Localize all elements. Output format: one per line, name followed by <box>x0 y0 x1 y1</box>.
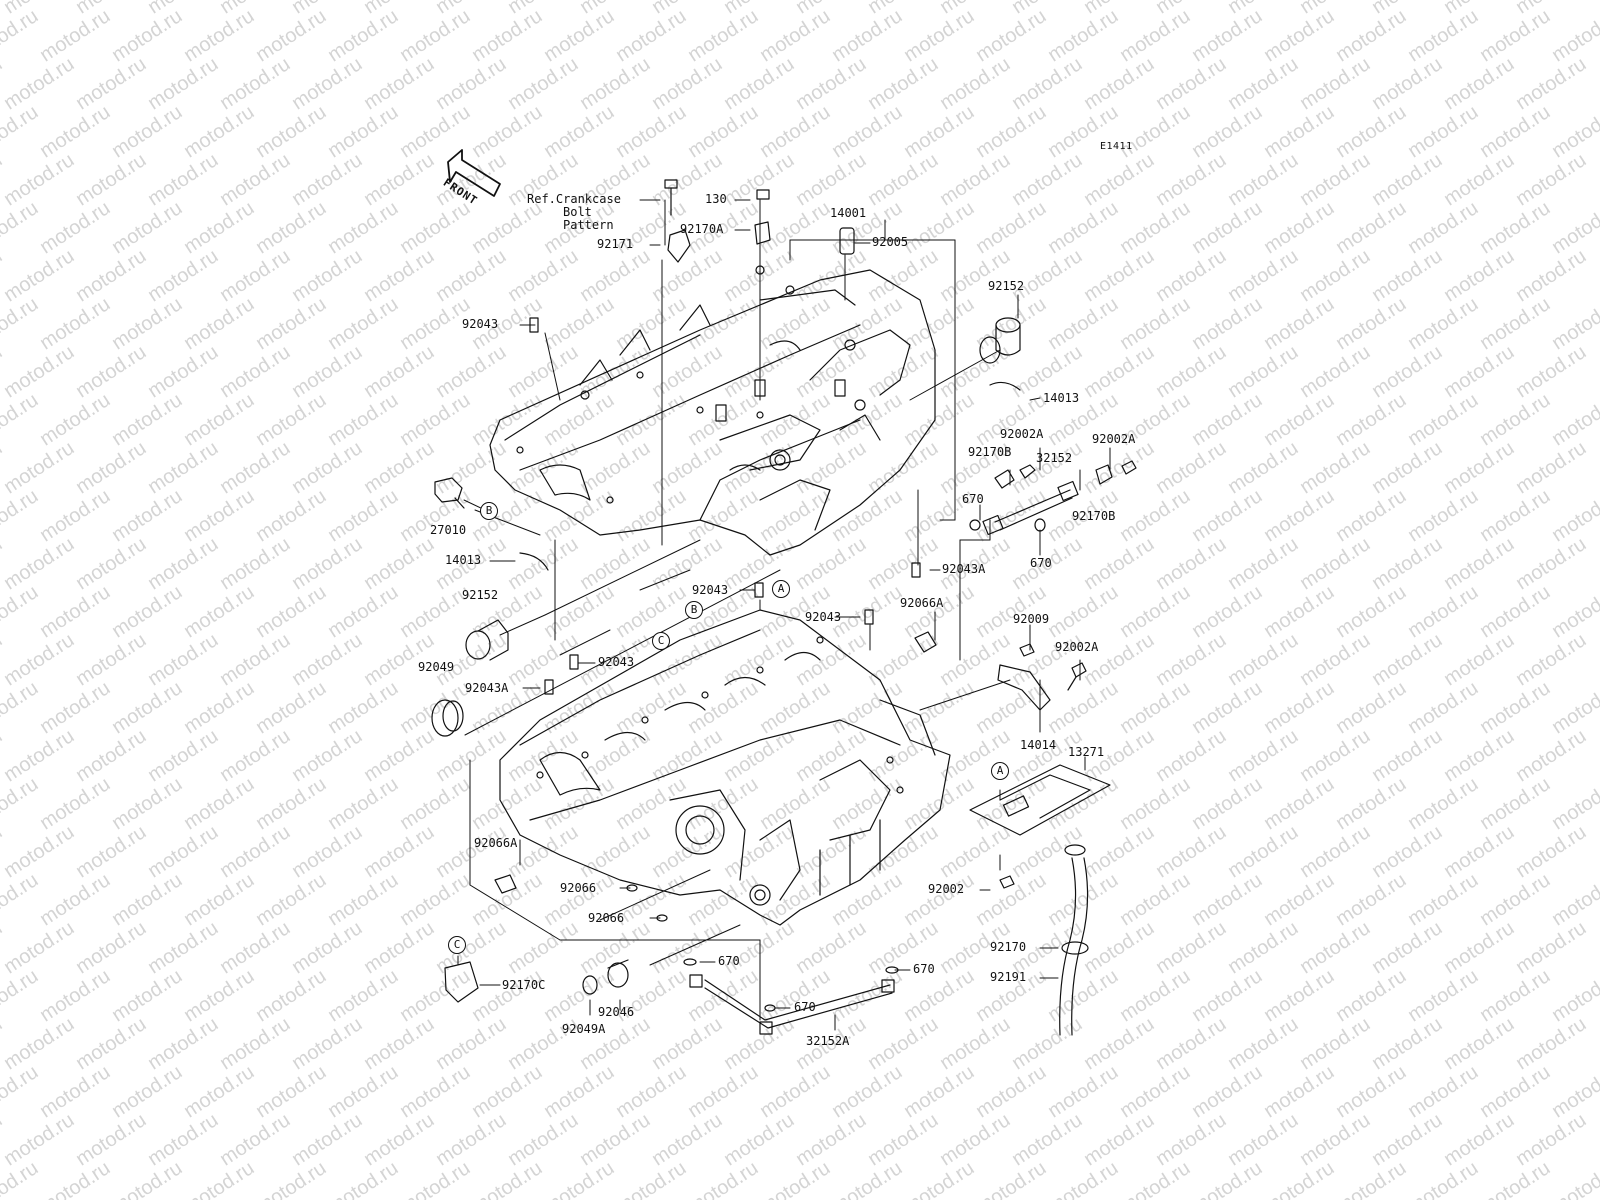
small-parts <box>431 179 1137 1036</box>
part-label: 92002 <box>928 882 965 896</box>
ref-note-line2: Bolt <box>563 205 592 219</box>
part-label: 13271 <box>1068 745 1105 759</box>
part-label: 92152 <box>462 588 499 602</box>
callout-circle: C <box>448 936 466 954</box>
part-label: 92043A <box>465 681 509 695</box>
part-label: 92002A <box>1055 640 1099 654</box>
part-label: 14001 <box>830 206 867 220</box>
part-label: 14014 <box>1020 738 1057 752</box>
ref-note-line1: Ref.Crankcase <box>527 192 621 206</box>
part-label: 92170B <box>1072 509 1116 523</box>
part-label: 92043 <box>805 610 842 624</box>
part-label: 92043 <box>462 317 499 331</box>
part-label: 92005 <box>872 235 909 249</box>
part-label: 670 <box>794 1000 816 1014</box>
part-label: 92002A <box>1000 427 1044 441</box>
part-label: 670 <box>1030 556 1052 570</box>
part-label: 92170B <box>968 445 1012 459</box>
part-label: 670 <box>718 954 740 968</box>
part-label: 92066 <box>560 881 597 895</box>
callout-circle: A <box>991 762 1009 780</box>
part-label: 670 <box>913 962 935 976</box>
part-label: 92170C <box>502 978 546 992</box>
upper-crankcase <box>489 265 936 556</box>
part-label: 92171 <box>597 237 634 251</box>
part-label: 14013 <box>1043 391 1080 405</box>
part-label: 92170 <box>990 940 1027 954</box>
part-label: 14013 <box>445 553 482 567</box>
part-label: 130 <box>705 192 727 206</box>
part-label: 92066 <box>588 911 625 925</box>
part-label: 92043A <box>942 562 986 576</box>
part-label: 92066A <box>474 836 518 850</box>
callout-circle: B <box>480 502 498 520</box>
front-arrow-icon <box>447 149 501 197</box>
callout-circle: B <box>685 601 703 619</box>
callout-circle: C <box>652 632 670 650</box>
part-label: 32152A <box>806 1034 850 1048</box>
leader-lines <box>457 199 1111 1031</box>
part-label: 92049 <box>418 660 455 674</box>
callout-circle: A <box>772 580 790 598</box>
part-label: 670 <box>962 492 984 506</box>
part-label: 92043 <box>598 655 635 669</box>
part-label: 92066A <box>900 596 944 610</box>
ref-note-line3: Pattern <box>563 218 614 232</box>
part-label: 32152 <box>1036 451 1073 465</box>
figure-code: E1411 <box>1100 141 1133 152</box>
part-label: 92152 <box>988 279 1025 293</box>
part-label: 92191 <box>990 970 1027 984</box>
part-label: 27010 <box>430 523 467 537</box>
lower-crankcase <box>499 609 951 926</box>
part-label: 92009 <box>1013 612 1050 626</box>
part-label: 92170A <box>680 222 724 236</box>
part-label: 92046 <box>598 1005 635 1019</box>
part-label: 92049A <box>562 1022 606 1036</box>
part-label: 92002A <box>1092 432 1136 446</box>
part-label: 92043 <box>692 583 729 597</box>
